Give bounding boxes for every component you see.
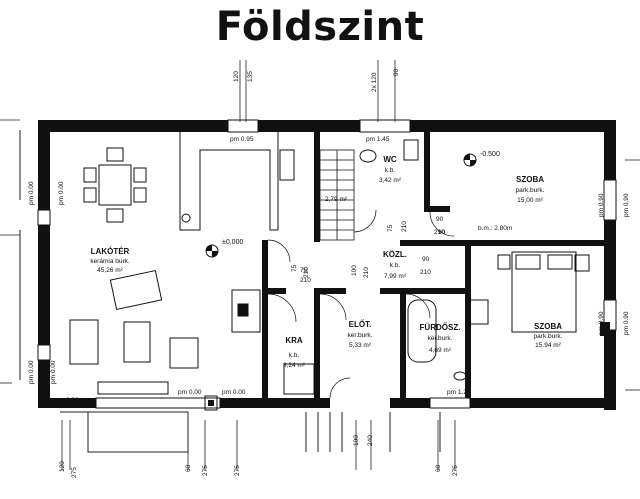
dim-label: 135: [247, 71, 254, 82]
room-name: KÖZL.: [383, 250, 407, 259]
dim-label: 100: [353, 435, 360, 446]
dim-label: 2x 120: [371, 72, 378, 92]
level-label-main: ±0,000: [222, 239, 243, 246]
room-area: 4,69 m²: [429, 347, 452, 354]
dim-label: 90: [393, 68, 400, 76]
terrace-lines: [19, 130, 441, 453]
level-label-room: -0.500: [480, 151, 500, 158]
living-furniture: [69, 269, 261, 395]
room-name: ELŐT.: [349, 320, 372, 329]
window-label: pm 0.95: [230, 136, 254, 143]
room-area: 15,00 m²: [517, 197, 543, 204]
wc-fixtures: [359, 139, 419, 163]
window-label: pm 0.00: [28, 360, 35, 384]
kitchen-counter: [179, 132, 295, 231]
window-label: pm 1.45: [366, 136, 390, 143]
room-name: LAKÓTÉR: [91, 247, 130, 256]
column-markers: [40, 257, 610, 411]
level-markers: [205, 153, 477, 258]
dim-label: 275: [234, 465, 241, 476]
dim-label: 275: [202, 465, 209, 476]
dim-label: 75: [387, 224, 394, 232]
room-labels: LAKÓTÉR kerámia burk. 45,26 m² WC k.b. 3…: [90, 155, 562, 369]
exterior-walls: [38, 120, 616, 410]
room-floor: k.b.: [390, 262, 401, 269]
room-floor: park.burk.: [516, 187, 545, 194]
dim-label: 210: [303, 267, 310, 278]
dim-label: 75: [291, 264, 298, 272]
room-floor: k.b.: [289, 352, 300, 359]
room-area: 45,26 m²: [97, 267, 123, 274]
dim-label: 60: [435, 464, 442, 472]
room-floor: park.burk.: [534, 333, 563, 340]
bottom-dimensions: 120 275 60 275 275 100 240 60 275: [59, 435, 459, 478]
dim-label: 90: [438, 229, 446, 236]
dim-label: 120: [233, 71, 240, 82]
window-label: pm 0.00: [55, 397, 79, 404]
room-area: 3,24 m²: [283, 362, 306, 369]
room-floor: ker.burk.: [348, 332, 373, 339]
window-labels: pm 0.95 pm 1.45 pm 0.00 pm 0.00 pm 0.00 …: [28, 136, 630, 404]
window-label: pm 0.90: [598, 311, 605, 335]
window-label: pm 0.90: [623, 311, 630, 335]
room-area: 15.94 m²: [535, 342, 561, 349]
room-floor: ker.burk.: [428, 335, 453, 342]
door-dimensions: 75 210 90 210 90 210 75 210 100 210 90 2…: [291, 216, 447, 284]
wall-hatch: [37, 119, 617, 409]
door-swings: [267, 209, 455, 399]
dim-label: 240: [367, 435, 374, 446]
dim-label: 90: [436, 216, 444, 223]
dim-label: 210: [300, 277, 311, 284]
room-area: 7,99 m²: [384, 273, 407, 280]
dim-label: 120: [59, 461, 66, 472]
window-label: pm 0.00: [28, 181, 35, 205]
dim-label: 210: [420, 269, 431, 276]
window-label: pm 0.00: [178, 389, 202, 396]
dim-label: 210: [401, 221, 408, 232]
dining-set: [83, 147, 147, 223]
room-area: 5,33 m²: [349, 342, 372, 349]
room-name: FÜRDŐSZ.: [420, 323, 461, 332]
dim-label: 275: [452, 465, 459, 476]
room-name: KRA: [285, 336, 303, 345]
window-label: pm 0.90: [623, 193, 630, 217]
window-label: pm 0.00: [50, 360, 57, 384]
staircase: [319, 149, 355, 241]
bed: [497, 251, 590, 333]
stair-area: 2,79 m²: [325, 196, 348, 203]
dim-label: 210: [434, 229, 445, 236]
window-label: pm 1.20: [447, 389, 471, 396]
room-name: SZOBA: [516, 175, 544, 184]
room-floor: kerámia burk.: [90, 258, 130, 265]
window-label: pm 0.00: [58, 181, 65, 205]
dim-label: 100: [351, 265, 358, 276]
dim-label: 75: [300, 267, 308, 274]
window-label: pm 0.00: [222, 389, 246, 396]
dim-label: 90: [422, 256, 430, 263]
plan-title: Földszint: [215, 4, 425, 50]
window-label: pm 0.90: [598, 193, 605, 217]
top-dimensions: 120 135 2x 120 90: [233, 68, 400, 92]
dim-label: 210: [363, 267, 370, 278]
dim-label: 275: [71, 467, 78, 478]
room-area: 3,42 m²: [379, 177, 402, 184]
room-name: WC: [383, 155, 397, 164]
room-floor: k.b.: [385, 167, 396, 174]
misc-labels: ±0,000 -0.500 b.m.: 2.80m 2,79 m²: [222, 151, 512, 246]
room-name: SZOBA: [534, 322, 562, 331]
ceiling-height-note: b.m.: 2.80m: [478, 225, 512, 232]
dim-label: 60: [185, 464, 192, 472]
dim-label: 210: [436, 241, 447, 248]
